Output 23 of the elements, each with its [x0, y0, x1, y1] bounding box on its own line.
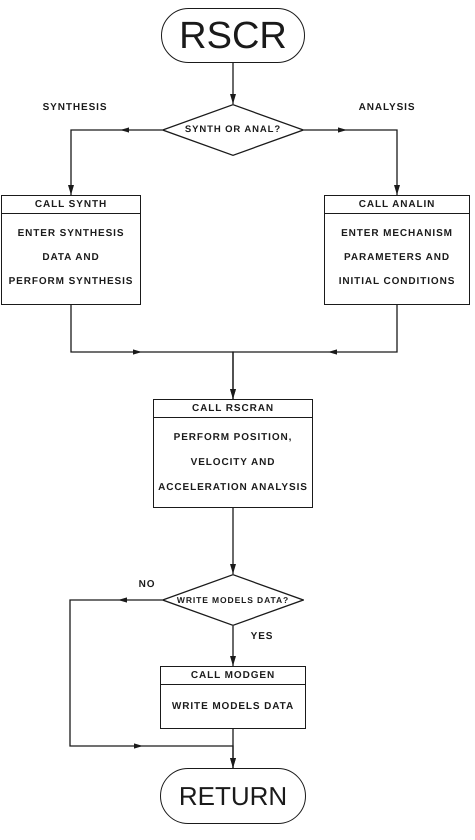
flow-arrow: [230, 508, 236, 574]
process-box: [153, 399, 313, 508]
step-text: PERFORM POSITION, VELOCITY AND ACCELERATION ANALYSIS: [158, 431, 308, 495]
process-box: [1, 195, 141, 305]
flow-arrow: [230, 729, 236, 768]
call-label: CALL RSCRAN: [154, 400, 312, 418]
decision-text: WRITE MODELS DATA?: [176, 596, 290, 604]
terminal-label: RETURN: [178, 783, 288, 809]
flow-arrow: [230, 626, 236, 666]
flow-arrow: [68, 127, 162, 195]
process-box: [324, 195, 470, 305]
step-text: WRITE MODELS DATA: [172, 700, 294, 714]
process-box: [160, 666, 306, 729]
call-label: CALL ANALIN: [325, 196, 469, 214]
step-text: ENTER MECHANISM PARAMETERS AND INITIAL CONDITIONS: [338, 227, 456, 289]
call-label: CALL SYNTH: [2, 196, 140, 214]
call-label: CALL MODGEN: [161, 667, 305, 685]
terminal-label: RSCR: [179, 16, 287, 54]
flow-arrow: [304, 127, 400, 195]
decision-text: SYNTH OR ANAL?: [184, 125, 282, 135]
step-text: ENTER SYNTHESIS DATA AND PERFORM SYNTHESIS: [8, 227, 134, 289]
flow-arrow: [230, 63, 236, 104]
flow-arrow: [230, 305, 398, 399]
